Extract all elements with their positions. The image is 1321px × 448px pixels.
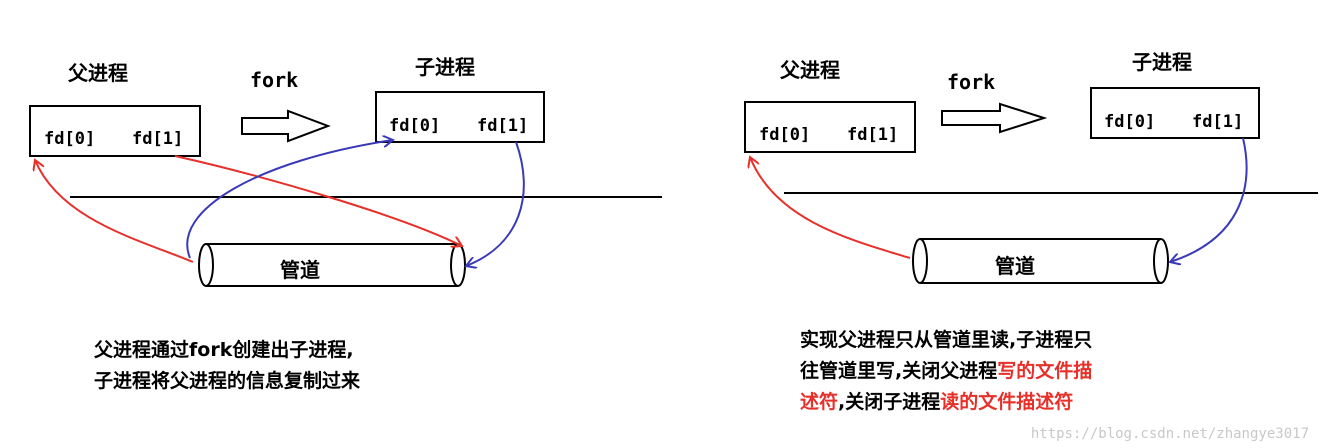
right-fork-label: fork — [947, 70, 995, 94]
right-blue-arrow-child-fd1-to-pipe — [1170, 137, 1248, 262]
right-caption: 实现父进程只从管道里读,子进程只 往管道里写,关闭父进程写的文件描 述符,关闭子… — [800, 325, 1092, 418]
left-blue-arrow-pipe-to-child-fd0 — [186, 140, 393, 259]
right-caption-line2-red: 写的文件描 — [997, 360, 1093, 382]
right-pipe-label: 管道 — [995, 254, 1035, 278]
left-caption: 父进程通过fork创建出子进程, 子进程将父进程的信息复制过来 — [94, 335, 360, 397]
right-caption-line2: 往管道里写,关闭父进程写的文件描 — [800, 356, 1092, 387]
left-pipe: 管道 — [198, 243, 466, 287]
right-caption-line1: 实现父进程只从管道里读,子进程只 — [800, 329, 1093, 351]
right-caption-line3-red2: 读的文件描述符 — [940, 391, 1074, 413]
right-parent-label: 父进程 — [779, 58, 840, 82]
left-child-box — [375, 91, 545, 143]
left-caption-line1: 父进程通过fork创建出子进程, — [94, 339, 354, 361]
right-parent-box — [744, 101, 916, 153]
right-child-fd1: fd[1] — [1192, 112, 1243, 132]
left-pipe-label: 管道 — [280, 258, 320, 282]
left-child-fd0: fd[0] — [389, 116, 440, 136]
left-fork-arrow — [241, 109, 331, 143]
right-pipe: 管道 — [912, 238, 1169, 284]
right-child-box — [1090, 87, 1260, 139]
left-parent-fd0: fd[0] — [44, 129, 95, 149]
right-child-fd0: fd[0] — [1104, 112, 1155, 132]
left-blue-arrow-child-fd1-to-pipe — [466, 141, 525, 266]
right-caption-line3-black: ,关闭子进程 — [838, 391, 941, 413]
right-parent-fd0: fd[0] — [759, 125, 810, 145]
left-diagram: 父进程 fork 子进程 fd[0] fd[1] fd[0] fd[1] 管道 — [29, 55, 662, 287]
left-child-fd1: fd[1] — [477, 116, 528, 136]
right-diagram: 父进程 fork 子进程 fd[0] fd[1] fd[0] fd[1] 管道 — [744, 50, 1318, 284]
left-fork-label: fork — [250, 68, 298, 92]
left-child-label: 子进程 — [415, 55, 475, 79]
right-fork-arrow — [941, 102, 1048, 134]
left-red-arrow-pipe-to-parent-fd0 — [35, 160, 194, 263]
left-parent-box — [29, 105, 201, 157]
right-caption-line3-red1: 述符 — [800, 391, 839, 413]
left-parent-label: 父进程 — [67, 61, 128, 85]
right-caption-line3: 述符,关闭子进程读的文件描述符 — [800, 387, 1092, 418]
left-parent-fd1: fd[1] — [132, 129, 183, 149]
left-caption-line2: 子进程将父进程的信息复制过来 — [94, 370, 361, 392]
right-parent-fd1: fd[1] — [847, 125, 898, 145]
left-red-arrow-parent-fd1-to-pipe — [174, 155, 462, 246]
watermark: https://blog.csdn.net/zhangye3017 — [1030, 426, 1309, 442]
right-caption-line2-black: 往管道里写,关闭父进程 — [800, 360, 998, 382]
right-red-arrow-pipe-to-parent-fd0 — [750, 157, 911, 259]
right-child-label: 子进程 — [1132, 50, 1192, 74]
